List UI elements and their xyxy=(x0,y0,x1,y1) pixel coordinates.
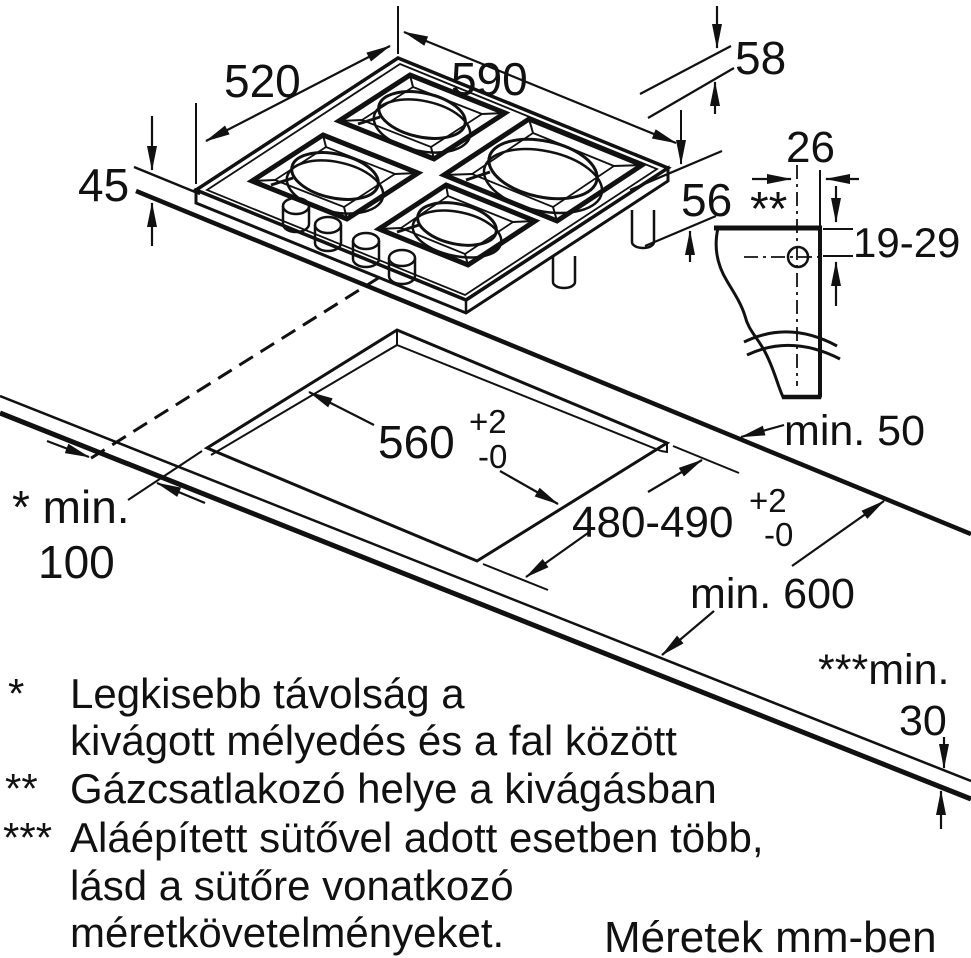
hob-dimensions xyxy=(147,6,735,262)
thickness-label: ***min. xyxy=(818,646,949,694)
extension-line-right xyxy=(672,445,740,474)
legend-row-1: Legkisebb távolság a xyxy=(70,670,465,717)
legend-row-3: Gázcsatlakozó helye a kivágásban xyxy=(70,765,717,812)
cutout-inner-walls xyxy=(210,330,668,456)
burners xyxy=(270,90,604,259)
cutout-depth-tol-minus: -0 xyxy=(764,516,793,553)
worktop-depth-arrow-1 xyxy=(791,500,885,567)
break-line xyxy=(743,330,838,348)
gas-connection-hole xyxy=(786,245,810,269)
cutout-width-arrow-2 xyxy=(499,470,559,505)
worktop-drawing xyxy=(0,165,971,829)
legend-marker-3: ** xyxy=(5,765,38,812)
cutout-width-tol-minus: -0 xyxy=(478,438,507,475)
legend: * Legkisebb távolság a kivágott mélyedés… xyxy=(3,670,937,958)
worktop-front-edge-top xyxy=(0,394,971,783)
wall-clearance-arrow-2 xyxy=(156,481,206,505)
cutout-width-label: 560 xyxy=(378,416,455,468)
wall-clearance-label: * min. xyxy=(12,481,130,533)
legend-row-2: kivágott mélyedés és a fal között xyxy=(70,717,677,764)
cutout-depth-label: 480-490 xyxy=(572,498,733,547)
legend-marker-1: * xyxy=(8,670,24,717)
dim-520-label: 520 xyxy=(224,55,301,107)
gas-connection-detail xyxy=(714,165,859,400)
gas-marker-label: ** xyxy=(750,183,787,236)
worktop-rear-edge-top xyxy=(133,165,201,196)
legend-row-4: Aláépített sütővel adott esetben több, xyxy=(70,814,764,861)
units-note: Méretek mm-ben xyxy=(604,913,937,958)
dim-line-520 xyxy=(205,45,391,142)
wall-dashed-line xyxy=(87,275,381,462)
dimension-labels: 520 590 58 56 45 26 ** 19-29 560 +2 -0 4… xyxy=(12,32,960,745)
extension-line-left xyxy=(127,450,203,501)
dim-45-label: 45 xyxy=(78,159,129,211)
dim-56-label: 56 xyxy=(681,174,732,226)
break-line xyxy=(746,343,841,361)
side-clearance-label: min. 50 xyxy=(784,407,925,455)
dim-58-label: 58 xyxy=(735,32,786,84)
cutout-depth-arrow-1 xyxy=(647,459,703,493)
extension-line-front xyxy=(482,563,549,591)
burner-cap xyxy=(290,151,380,201)
dim-26-label: 26 xyxy=(786,123,835,172)
wall-clearance-value: 100 xyxy=(38,536,115,588)
legend-row-5: lásd a sütőre vonatkozó xyxy=(70,862,514,909)
control-knobs xyxy=(281,196,417,286)
cutout-depth-arrow-2 xyxy=(525,532,589,578)
worktop-depth-label: min. 600 xyxy=(690,570,855,618)
cutout-opening xyxy=(203,328,671,563)
cutout-depth-tol-plus: +2 xyxy=(749,482,787,519)
side-clearance-arrow xyxy=(740,423,785,439)
wall-clearance-arrow-1 xyxy=(46,439,90,459)
burner-cap xyxy=(416,201,498,247)
cutout-width-tol-plus: +2 xyxy=(469,403,507,440)
dim-590-label: 590 xyxy=(451,53,528,105)
cutout-width-arrow-1 xyxy=(308,391,375,426)
worktop-section xyxy=(714,226,822,399)
thickness-value: 30 xyxy=(899,697,947,745)
legend-row-6: méretkövetelményeket. xyxy=(70,909,504,956)
dim-1929-label: 19-29 xyxy=(853,219,960,266)
worktop-rear-edge xyxy=(135,188,971,537)
worktop-depth-arrow-2 xyxy=(661,610,715,656)
dim-line-590 xyxy=(403,30,677,145)
legend-marker-4: *** xyxy=(3,814,52,861)
hob-drawing xyxy=(147,6,735,315)
